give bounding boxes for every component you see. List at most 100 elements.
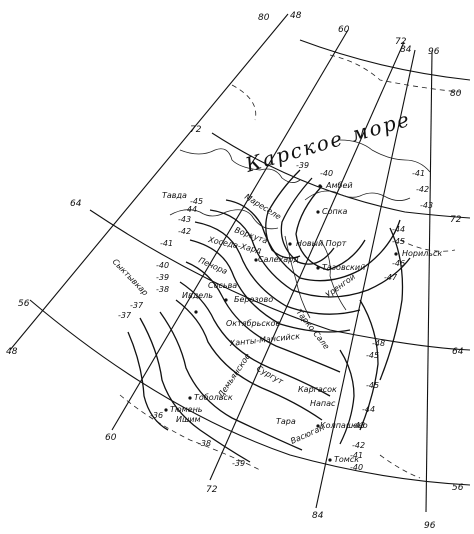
value-45-c: -45 bbox=[366, 381, 379, 390]
place-salekhard: Салехард bbox=[258, 255, 299, 264]
isoline-46 bbox=[185, 261, 341, 373]
value-37-b: -36 bbox=[150, 411, 163, 420]
dot-novyport bbox=[288, 242, 292, 246]
coast-dash-4 bbox=[379, 454, 421, 479]
place-novy-port: Новый Порт bbox=[296, 239, 347, 248]
meridian-60 bbox=[111, 29, 349, 431]
value-44-b: -44 bbox=[362, 405, 375, 414]
isotherms bbox=[127, 169, 411, 463]
parallel-label-56: 56 bbox=[18, 299, 30, 309]
isoline-37 bbox=[139, 317, 251, 463]
value-45-b: -45 bbox=[366, 351, 379, 360]
value-41-b: -41 bbox=[350, 451, 363, 460]
value-39-b: -39 bbox=[232, 459, 245, 468]
graticule bbox=[9, 13, 471, 513]
place-ambey: Амбей bbox=[325, 181, 353, 190]
value-38-a: -38 bbox=[198, 439, 211, 448]
meridian-label-72: 72 bbox=[395, 37, 407, 47]
meridian-label-60: 60 bbox=[338, 25, 350, 35]
place-ishim: Ишим bbox=[176, 415, 201, 424]
value-44-a: -44 bbox=[392, 225, 405, 234]
isoline-44 bbox=[194, 221, 361, 315]
place-tavda: Тавда bbox=[162, 191, 187, 200]
isoline-39 bbox=[265, 169, 301, 259]
meridian-label-80: 80 bbox=[258, 13, 270, 23]
place-tara: Тара bbox=[276, 417, 296, 426]
value-41-d: -43 bbox=[178, 215, 191, 224]
isoline-40 bbox=[280, 177, 335, 265]
parallel-label-80: 80 bbox=[450, 89, 462, 99]
value-40-a: -40 bbox=[320, 169, 333, 178]
parallel-label-72: 72 bbox=[190, 125, 202, 135]
place-khanty: Ханты-Мансийск bbox=[228, 332, 300, 348]
isoline-45 bbox=[189, 239, 351, 333]
meridian-label-48: 48 bbox=[290, 11, 302, 21]
isoline-36 bbox=[127, 331, 169, 431]
dot-ambey bbox=[318, 184, 322, 188]
dot-tomsk bbox=[328, 458, 332, 462]
coast-taymyr bbox=[339, 139, 431, 173]
dot-kolpashevo bbox=[316, 424, 320, 428]
value-40-b: -40 bbox=[350, 463, 363, 472]
place-sosva: Сосьва bbox=[208, 281, 237, 290]
parallel-72 bbox=[211, 132, 471, 219]
sea-label: Карское море bbox=[242, 107, 414, 177]
value-45-a: -45 bbox=[392, 237, 405, 246]
dot-ivdel bbox=[194, 310, 198, 314]
value-38-b: -37 bbox=[130, 301, 144, 310]
coast-dash-1 bbox=[329, 54, 461, 93]
parallel-80 bbox=[299, 39, 471, 81]
settlement-markers bbox=[164, 184, 398, 462]
coast-ural-1 bbox=[169, 209, 279, 230]
place-urengoy: Уренгой bbox=[324, 272, 357, 300]
value-47-a: -47 bbox=[384, 273, 398, 282]
dot-tyumen bbox=[164, 408, 168, 412]
value-42-c: -42 bbox=[178, 227, 191, 236]
place-labels: Мареселе Амбей Сопка Воркута Хоседа-Хард… bbox=[111, 181, 443, 464]
meridian-label-96: 96 bbox=[428, 47, 440, 57]
isoline-42 bbox=[225, 199, 401, 282]
value-37-a: -37 bbox=[118, 311, 132, 320]
isoline-east-1 bbox=[339, 349, 355, 445]
isoline-48 bbox=[175, 299, 323, 421]
meridian-label-72b: 72 bbox=[206, 485, 218, 495]
coast-dash-5 bbox=[399, 239, 456, 252]
value-43-c: -41 bbox=[160, 239, 173, 248]
value-48-a: -48 bbox=[372, 339, 385, 348]
place-tobolsk: Тобольск bbox=[194, 393, 233, 402]
isoline-41 bbox=[295, 185, 366, 271]
coast-dash-2 bbox=[231, 84, 257, 121]
coordinate-labels: 80 48 60 72 84 96 60 72 84 96 80 72 64 5… bbox=[6, 11, 464, 531]
place-kolpashevo: Колпашево bbox=[320, 421, 368, 430]
value-39-d: -45 bbox=[190, 197, 203, 206]
place-kargasok: Каргасок bbox=[298, 385, 337, 394]
place-mareseles: Мареселе bbox=[243, 192, 283, 221]
parallel-label-64b: 64 bbox=[452, 347, 464, 357]
parallel-label-56b: 56 bbox=[452, 483, 464, 493]
meridian-label-60b: 60 bbox=[105, 433, 117, 443]
coast-gydan bbox=[304, 190, 411, 201]
meridian-96 bbox=[425, 51, 433, 513]
meridian-label-84b: 84 bbox=[312, 511, 324, 521]
meridian-48 bbox=[9, 13, 289, 351]
isoline-43 bbox=[209, 209, 411, 298]
value-43-a: -43 bbox=[420, 201, 433, 210]
place-tomsk: Томск bbox=[334, 455, 359, 464]
value-41-c: -40 bbox=[156, 261, 169, 270]
place-sopka: Сопка bbox=[322, 207, 348, 216]
meridian-label-84: 84 bbox=[400, 45, 412, 55]
dot-tazovsky bbox=[316, 266, 320, 270]
dot-salekhard bbox=[254, 258, 258, 262]
isoline-38 bbox=[159, 311, 303, 451]
meridian-84 bbox=[315, 49, 416, 509]
isoline-east-3 bbox=[379, 227, 404, 381]
isoline-east-2 bbox=[359, 299, 379, 431]
place-berezovo: Березово bbox=[234, 295, 273, 304]
isoline-47 bbox=[179, 281, 331, 397]
meridian-72 bbox=[209, 41, 405, 481]
coast-dash-3 bbox=[119, 394, 261, 471]
parallel-label-48: 48 bbox=[6, 347, 18, 357]
dot-norilsk bbox=[394, 252, 398, 256]
dot-sopka bbox=[316, 210, 320, 214]
